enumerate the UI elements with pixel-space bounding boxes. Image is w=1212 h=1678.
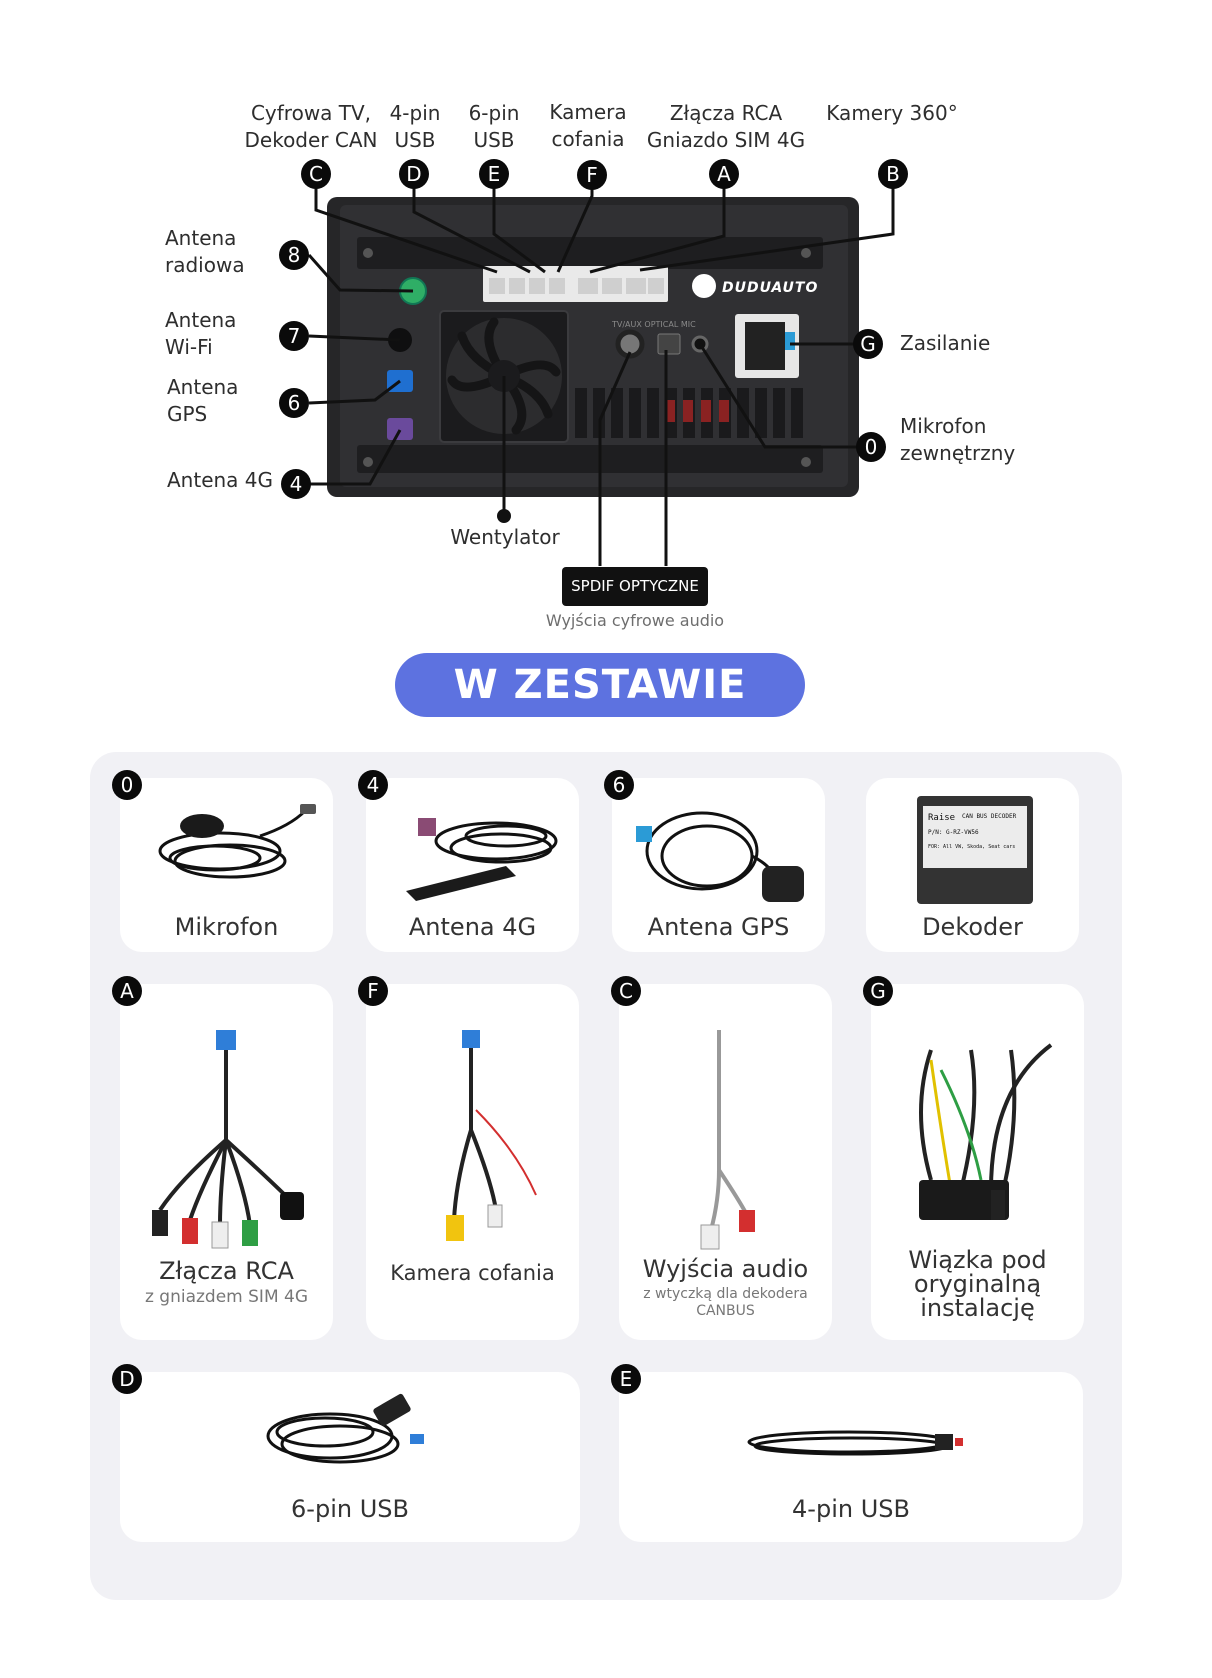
kit-card-antena-gps: 6 Antena GPS [604, 770, 825, 952]
decoder-brand: Raise [928, 813, 955, 823]
kit-title: 6-pin USB [291, 1495, 409, 1523]
antenna-4g-icon [406, 818, 558, 901]
microphone-icon [158, 804, 316, 879]
label-zlacza-rca: Złącza RCA Gniazdo SIM 4G [646, 101, 806, 152]
badge-4: 4 [281, 469, 311, 499]
badge-c: C [301, 159, 331, 189]
label-antena-radiowa: Antena radiowa [165, 226, 245, 277]
brand-logo: DUDUAUTO [722, 280, 818, 296]
label-kamera-cofania: Kamera cofania [549, 100, 627, 151]
label-mikrofon-zewnetrzny: Mikrofon zewnętrzny [900, 414, 1016, 465]
kit-card-wyjscia-audio: C Wyjścia audio z wtyczką dla dekodera C… [611, 976, 832, 1340]
badge-d: D [399, 159, 429, 189]
decoder-cars: FOR: All VW, Skoda, Seat cars [928, 844, 1015, 850]
label-4pin-usb: 4-pin USB [389, 101, 441, 152]
4g-port-icon [387, 418, 413, 440]
spdif-label: SPDIF OPTYCZNE [562, 567, 708, 606]
badge-b: B [878, 159, 908, 189]
usb-6pin-icon [266, 1393, 424, 1464]
badge-e: E [479, 159, 509, 189]
kit-title: Kamera cofania [390, 1261, 555, 1285]
badge-6: 6 [279, 388, 309, 418]
label-kamery-360: Kamery 360° [826, 101, 958, 125]
kit-badge: 6 [604, 770, 634, 800]
kit-badge: G [863, 976, 893, 1006]
rear-panel-diagram: DUDUAUTO TV/AUX OPTICAL MIC [307, 175, 895, 566]
decoder-model: CAN BUS DECODER [962, 813, 1017, 820]
label-6pin-usb: 6-pin USB [468, 101, 520, 152]
kit-subtitle: z wtyczką dla dekodera CANBUS [643, 1286, 808, 1319]
kit-card-4pin-usb: E 4-pin USB [611, 1364, 1083, 1542]
usb-4pin-icon [747, 1430, 963, 1456]
kit-card-6pin-usb: D 6-pin USB [112, 1364, 580, 1542]
label-antena-gps: Antena GPS [167, 375, 239, 426]
kit-badge: C [611, 976, 641, 1006]
section-title: W ZESTAWIE [395, 653, 805, 717]
label-antena-wifi: Antena Wi-Fi [165, 308, 237, 359]
audio-cable-icon [700, 1030, 755, 1250]
kit-card-zlacza-rca: A Złącza RCA z gniazdem SIM 4G [112, 976, 333, 1340]
kit-badge: A [112, 976, 142, 1006]
kit-card-antena-4g: 4 Antena 4G [358, 770, 579, 952]
kit-badge: D [112, 1364, 142, 1394]
badge-0: 0 [856, 432, 886, 462]
kit-title: Dekoder [922, 913, 1023, 941]
kit-title: Złącza RCA [159, 1257, 294, 1285]
kit-card-dekoder: Raise CAN BUS DECODER P/N: G-RZ-VW56 FOR… [866, 778, 1079, 952]
badge-7: 7 [279, 321, 309, 351]
kit-badge: E [611, 1364, 641, 1394]
badge-f: F [577, 160, 607, 190]
decoder-icon: Raise CAN BUS DECODER P/N: G-RZ-VW56 FOR… [917, 796, 1033, 904]
kit-badge: F [358, 976, 388, 1006]
badge-g: G [853, 329, 883, 359]
kit-badge: 0 [112, 770, 142, 800]
camera-cable-icon [446, 1030, 537, 1241]
label-wentylator: Wentylator [450, 525, 560, 549]
rca-cable-icon [152, 1030, 304, 1249]
kit-badge: 4 [358, 770, 388, 800]
kit-title: Antena 4G [408, 913, 537, 941]
kit-subtitle: z gniazdem SIM 4G [144, 1287, 309, 1307]
gps-antenna-icon [636, 811, 804, 902]
label-zasilanie: Zasilanie [900, 331, 991, 355]
decoder-pn: P/N: G-RZ-VW56 [928, 829, 979, 836]
badge-8: 8 [279, 240, 309, 270]
kit-title: Wiązka pod oryginalną instalację [908, 1246, 1047, 1322]
label-cyfrowa-tv: Cyfrowa TV, Dekoder CAN [244, 101, 378, 152]
kit-card-wiazka: G Wiązka pod oryginalną instalację [863, 976, 1084, 1340]
harness-icon [919, 1043, 1053, 1220]
kit-title: Wyjścia audio [642, 1255, 809, 1283]
kit-card-mikrofon: 0 Mikrofon [112, 770, 333, 952]
kit-title: Mikrofon [174, 913, 279, 941]
spdif-sub-label: Wyjścia cyfrowe audio [545, 611, 725, 630]
kit-card-kamera-cofania: F Kamera cofania [358, 976, 579, 1340]
unit-print: TV/AUX OPTICAL MIC [611, 320, 696, 329]
badge-a: A [709, 159, 739, 189]
kit-title: Antena GPS [647, 913, 790, 941]
kit-title: 4-pin USB [792, 1495, 910, 1523]
label-antena-4g: Antena 4G [167, 468, 274, 492]
